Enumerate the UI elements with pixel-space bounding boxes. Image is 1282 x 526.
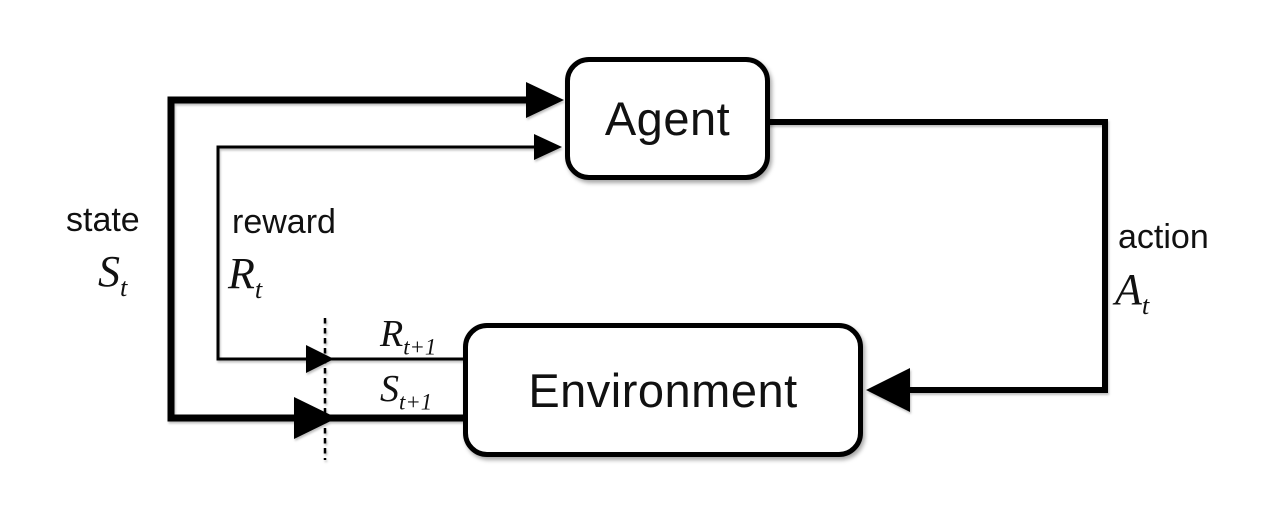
- reward-symbol-base: R: [228, 249, 255, 298]
- state-symbol: St: [98, 247, 127, 300]
- environment-box-label: Environment: [528, 363, 798, 417]
- action-line: [763, 119, 1108, 393]
- next-state-symbol-base: S: [380, 368, 399, 410]
- action-symbol-sub: t: [1141, 289, 1150, 320]
- next-state-symbol-sub: t+1: [399, 389, 433, 415]
- next-reward-symbol: Rt+1: [380, 313, 436, 358]
- reward-symbol: Rt: [228, 249, 262, 302]
- state-symbol-sub: t: [120, 271, 128, 302]
- reward-symbol-sub: t: [254, 273, 263, 304]
- agent-box-label: Agent: [604, 92, 731, 145]
- action-arrowhead-into-environment: [866, 368, 910, 412]
- state-symbol-base: S: [98, 247, 120, 296]
- environment-box: Environment: [463, 323, 863, 457]
- agent-box: Agent: [565, 57, 770, 180]
- action-symbol-base: A: [1115, 265, 1142, 314]
- next-reward-symbol-sub: t+1: [403, 334, 437, 360]
- next-reward-symbol-base: R: [380, 313, 404, 355]
- next-state-arrowhead-at-boundary: [294, 397, 337, 439]
- reward-word-label: reward: [232, 203, 336, 241]
- state-arrowhead-into-agent: [526, 82, 564, 118]
- reward-line: [216, 145, 550, 361]
- state-word-label: state: [66, 201, 140, 239]
- next-state-symbol: St+1: [380, 368, 432, 413]
- action-word-label: action: [1118, 218, 1209, 256]
- reward-arrowhead-into-agent: [534, 134, 562, 160]
- action-symbol: At: [1115, 265, 1149, 318]
- next-reward-arrowhead-at-boundary: [306, 345, 334, 373]
